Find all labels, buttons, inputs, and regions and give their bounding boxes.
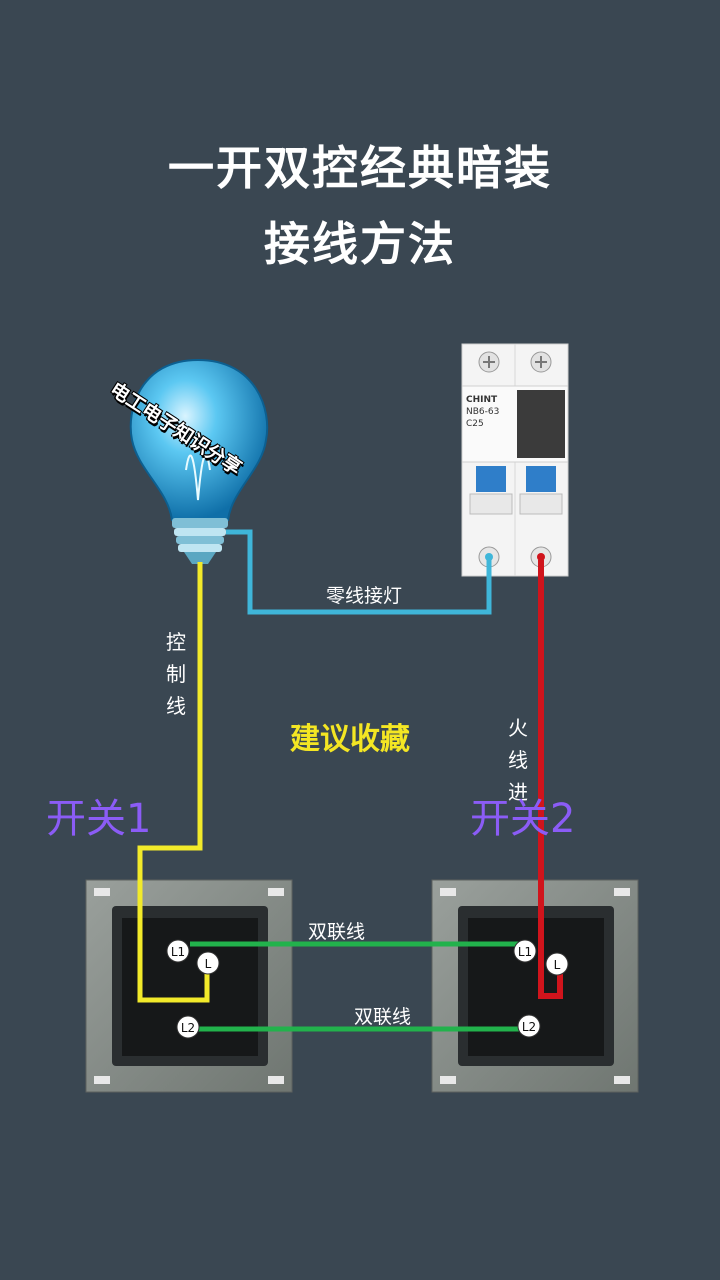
- light-bulb-icon: [129, 358, 269, 564]
- svg-text:L: L: [205, 957, 212, 971]
- traveler-top-label: 双联线: [308, 921, 366, 943]
- switch1-box: [85, 879, 293, 1093]
- svg-text:L2: L2: [181, 1021, 195, 1035]
- breaker-brand: CHINT: [466, 395, 498, 405]
- neutral-wire: [226, 529, 492, 615]
- suggest-text: 建议收藏: [290, 722, 410, 757]
- neutral-wire-label: 零线接灯: [326, 585, 403, 607]
- diagram-title-line1: 一开双控经典暗装: [168, 141, 552, 195]
- switch2-terminal-l: L: [545, 952, 569, 976]
- traveler-bottom-label: 双联线: [354, 1006, 412, 1028]
- control-wire-label: 控 制 线: [166, 630, 186, 718]
- switch2-terminal-l1: L1: [513, 939, 537, 963]
- switch1-terminal-l1: L1: [166, 939, 190, 963]
- svg-text:L1: L1: [171, 945, 185, 959]
- breaker-model: NB6-63: [466, 407, 499, 417]
- svg-text:L1: L1: [518, 945, 532, 959]
- svg-text:L: L: [554, 958, 561, 972]
- switch2-label: 开关2: [470, 796, 576, 842]
- svg-text:L2: L2: [522, 1020, 536, 1034]
- diagram-title-line2: 接线方法: [264, 217, 456, 271]
- switch1-label: 开关1: [46, 796, 152, 842]
- control-wire: [137, 562, 210, 1003]
- live-wire-label: 火 线 进: [508, 716, 528, 804]
- switch2-box: [431, 879, 639, 1093]
- circuit-breaker: CHINT NB6-63 C25: [461, 343, 569, 577]
- switch1-terminal-l2: L2: [176, 1015, 200, 1039]
- switch1-terminal-l: L: [196, 951, 220, 975]
- live-wire: [538, 560, 563, 999]
- switch2-terminal-l2: L2: [517, 1014, 541, 1038]
- breaker-rating: C25: [466, 419, 484, 429]
